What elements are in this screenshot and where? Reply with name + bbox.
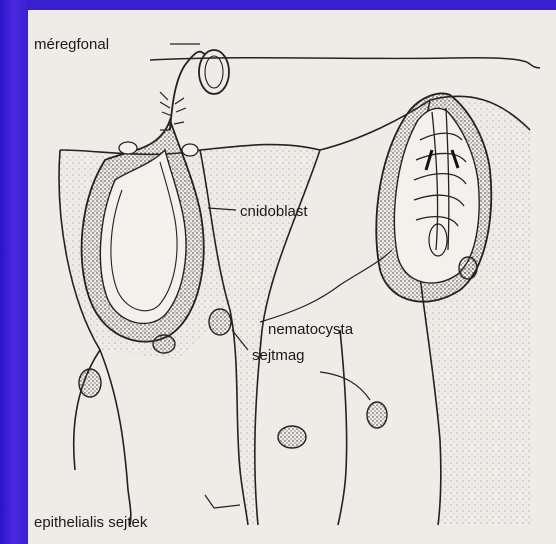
label-cnidoblast: cnidoblast — [240, 203, 308, 220]
right-cnidoblast — [376, 93, 491, 301]
label-nematocysta: nematocysta — [268, 321, 354, 338]
label-epithelialis: epithelialis sejtek — [34, 514, 148, 531]
label-sejtmag: sejtmag — [252, 347, 305, 364]
label-meregfonal: méregfonal — [34, 36, 109, 53]
